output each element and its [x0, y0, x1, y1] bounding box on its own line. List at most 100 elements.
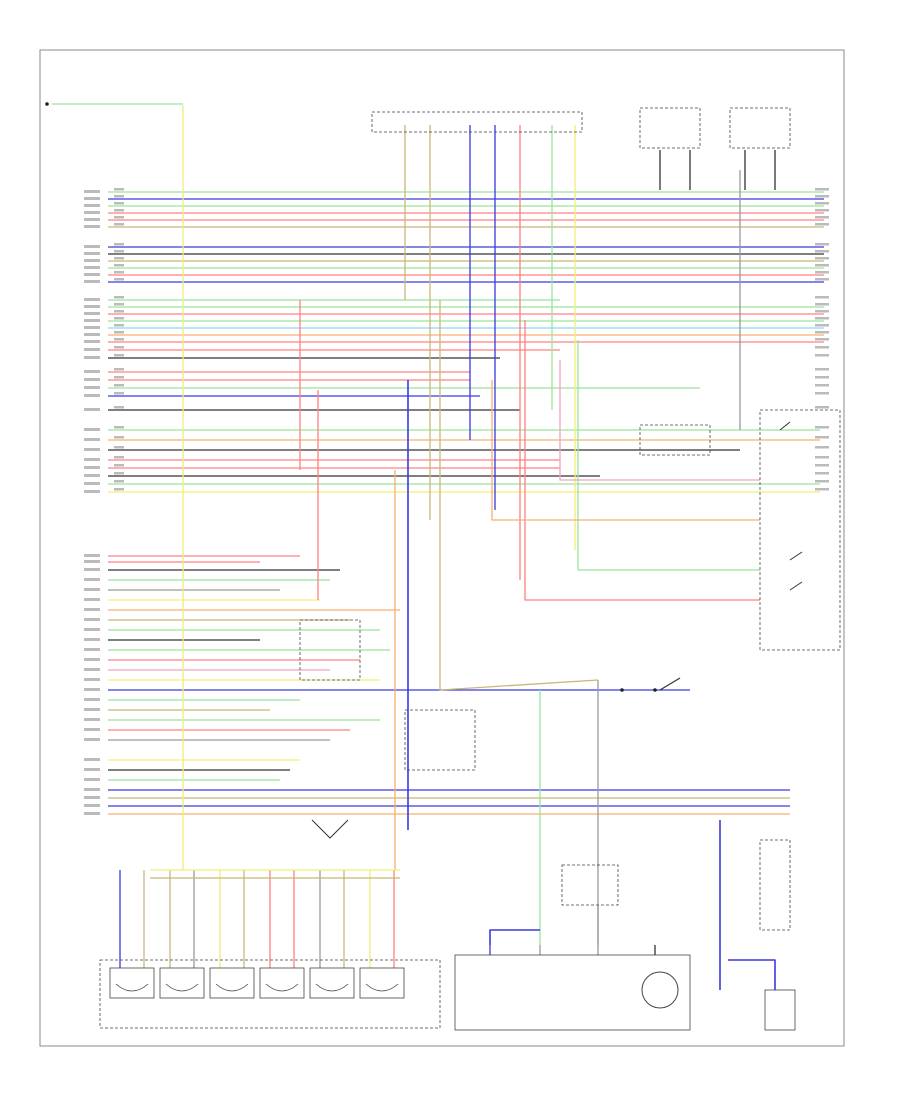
pin-number-16: [114, 317, 124, 320]
pin-number-28: [114, 436, 124, 439]
sensor-icon: [641, 971, 679, 1009]
pin-label-16: [84, 319, 100, 322]
pin-number-1: [114, 188, 124, 191]
diagram-frame: [39, 49, 845, 1047]
pin-number-21: [114, 354, 124, 357]
pin-number-7: [114, 243, 124, 246]
switch-icon: [659, 677, 681, 691]
pin-number-9: [114, 257, 124, 260]
wire-color-label-right-8: [815, 250, 829, 253]
wire-pink-route: [559, 360, 760, 481]
pin-number-34: [114, 488, 124, 491]
wire-color-label-right-34: [815, 488, 829, 491]
pin-label-22: [84, 370, 100, 373]
lower-pin-label-5: [84, 588, 100, 591]
pin-number-24: [114, 384, 124, 387]
pin-number-33: [114, 480, 124, 483]
pin-label-14: [84, 305, 100, 308]
pin-number-17: [114, 324, 124, 327]
pin-number-22: [114, 368, 124, 371]
lower-pin-label-27: [84, 812, 100, 815]
pin-label-27: [84, 428, 100, 431]
wire-color-label-right-14: [815, 303, 829, 306]
label-layer: [84, 188, 829, 815]
pin-label-18: [84, 333, 100, 336]
right-switch-assembly: [759, 409, 841, 651]
wire-color-label-right-10: [815, 264, 829, 267]
wire-color-label-right-24: [815, 384, 829, 387]
lower-pin-label-15: [84, 688, 100, 691]
wire-color-label-right-13: [815, 296, 829, 299]
lower-pin-label-25: [84, 796, 100, 799]
injector-2-box: [159, 967, 205, 999]
pin-label-11: [84, 273, 100, 276]
pin-number-2: [114, 195, 124, 198]
lower-pin-label-20: [84, 738, 100, 741]
lower-pin-label-2: [84, 560, 100, 563]
wire-module-blue-link: [489, 929, 540, 945]
wire-tan-route: [439, 300, 599, 691]
lower-pin-label-14: [84, 678, 100, 681]
pin-label-12: [84, 280, 100, 283]
injector-3-box: [209, 967, 255, 999]
pin-label-31: [84, 466, 100, 469]
right-sensor-column: [759, 839, 791, 931]
pin-label-5: [84, 218, 100, 221]
lower-pin-label-12: [84, 658, 100, 661]
ground-icon: [45, 102, 49, 106]
lower-pin-label-18: [84, 718, 100, 721]
lower-pin-label-4: [84, 578, 100, 581]
wire-color-label-right-17: [815, 324, 829, 327]
wire-color-label-right-3: [815, 202, 829, 205]
pin-label-3: [84, 204, 100, 207]
pin-label-26: [84, 408, 100, 411]
control-module-box: [454, 954, 691, 1031]
lower-pin-label-1: [84, 554, 100, 557]
lower-pin-label-8: [84, 618, 100, 621]
injector-icon: [115, 983, 149, 992]
pin-number-6: [114, 223, 124, 226]
wire-color-label-right-28: [815, 436, 829, 439]
pin-label-6: [84, 225, 100, 228]
relay-box-right: [729, 107, 791, 149]
pin-label-21: [84, 356, 100, 359]
wire-color-label-right-7: [815, 243, 829, 246]
lower-pin-label-22: [84, 768, 100, 771]
lower-pin-label-3: [84, 568, 100, 571]
pin-label-13: [84, 298, 100, 301]
lower-pin-label-9: [84, 628, 100, 631]
pin-label-17: [84, 326, 100, 329]
wire-color-label-right-31: [815, 464, 829, 467]
injector-icon: [265, 983, 299, 992]
pin-number-32: [114, 472, 124, 475]
injector-icon: [165, 983, 199, 992]
wire-color-label-right-29: [815, 446, 829, 449]
splice-dot-icon: [620, 688, 624, 692]
pin-number-31: [114, 464, 124, 467]
pin-number-18: [114, 331, 124, 334]
wire-color-label-right-12: [815, 278, 829, 281]
ground-sensor-box: [764, 989, 796, 1031]
sensor-assembly-lower-center: [404, 709, 476, 771]
wire-color-label-right-27: [815, 426, 829, 429]
pin-number-19: [114, 338, 124, 341]
sensor-assembly-center: [299, 619, 361, 681]
pin-number-13: [114, 296, 124, 299]
pin-label-30: [84, 458, 100, 461]
wire-color-label-right-23: [815, 376, 829, 379]
wire-color-label-right-33: [815, 480, 829, 483]
pin-number-27: [114, 426, 124, 429]
wire-color-label-right-21: [815, 354, 829, 357]
wire-color-label-right-6: [815, 223, 829, 226]
pin-number-30: [114, 456, 124, 459]
pin-number-10: [114, 264, 124, 267]
pin-number-8: [114, 250, 124, 253]
lower-pin-label-24: [84, 788, 100, 791]
pin-label-32: [84, 474, 100, 477]
injector-icon: [315, 983, 349, 992]
pin-label-4: [84, 211, 100, 214]
relay-box-left: [639, 107, 701, 149]
pin-label-34: [84, 490, 100, 493]
pin-label-1: [84, 190, 100, 193]
